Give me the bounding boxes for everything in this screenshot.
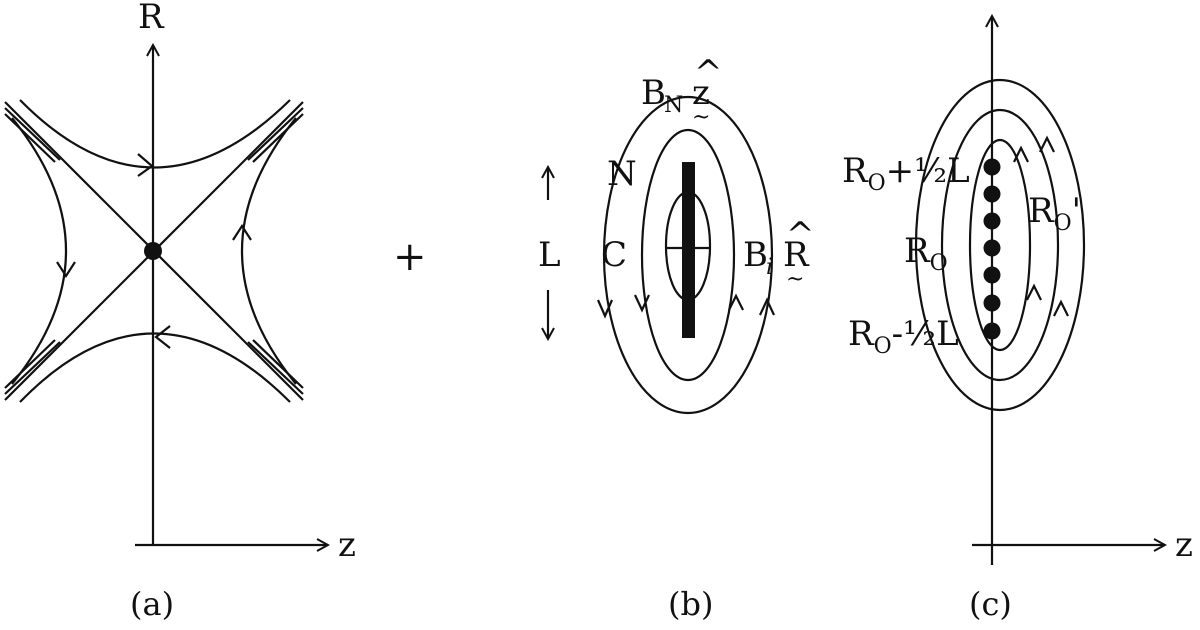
panel-b-caption: (b) xyxy=(668,585,713,623)
panel-a-r-label: R xyxy=(138,0,165,37)
panel-c-point-4 xyxy=(983,239,1001,257)
panel-c-fieldline-outer xyxy=(914,78,1086,412)
panel-c-caption: (c) xyxy=(969,585,1012,623)
panel-c-center-label-r: R xyxy=(904,231,931,271)
panel-a-fieldline-bottom xyxy=(19,332,291,403)
panel-c-right-label-prime: ' xyxy=(1072,191,1081,231)
panel-a-arrow-top xyxy=(137,153,154,177)
panel-c-bottom-label-sub: O xyxy=(874,334,892,359)
panel-b-side-field-vector: R xyxy=(783,235,810,275)
panel-c-top-label-rest: +½L xyxy=(886,151,970,191)
panel-b-arrow-outer-left xyxy=(596,299,614,319)
panel-a-x-point xyxy=(144,242,162,260)
panel-c-arrow-1 xyxy=(1013,145,1029,163)
panel-c-bottom-point-label: RO-½L xyxy=(848,314,959,359)
panel-c-point-5 xyxy=(983,266,1001,284)
panel-b-fieldline-outer xyxy=(602,95,774,415)
panel-c-point-3 xyxy=(983,212,1001,230)
panel-c-point-6 xyxy=(983,294,1001,312)
panel-c-top-point-label: RO+½L xyxy=(842,151,970,196)
panel-b-side-field-hat: ^ xyxy=(786,215,815,255)
panel-a-arrow-right xyxy=(232,223,252,241)
panel-b-arrow-outer-right xyxy=(759,297,775,316)
panel-a-corner-lines-tl xyxy=(4,107,61,163)
panel-b-top-field-tilde: ~ xyxy=(692,105,710,130)
panel-c-bottom-label-rest: -½L xyxy=(892,314,959,354)
panel-c-right-label-sub: O xyxy=(1054,211,1072,236)
panel-c-point-2 xyxy=(983,185,1001,203)
panel-b-top-field-hat: ^ xyxy=(694,53,723,93)
panel-a-corner-lines-br xyxy=(247,339,304,395)
panel-c-top-label-sub: O xyxy=(868,171,886,196)
panel-a: R z (a) xyxy=(4,0,356,623)
panel-b-side-field-sub: i xyxy=(766,255,773,280)
panel-c-point-7 xyxy=(983,322,1001,340)
panel-b-current-sheet xyxy=(682,162,695,338)
panel-c-right-label: RO' xyxy=(1028,191,1081,236)
panel-b-side-field-tilde: ~ xyxy=(786,267,804,292)
panel-c-center-label-sub: O xyxy=(930,251,948,276)
panel-c-point-1 xyxy=(983,158,1001,176)
panel-a-fieldline-left xyxy=(11,117,68,385)
panel-c-z-label: z xyxy=(1175,525,1193,565)
panel-c: z RO+½L RO RO-½L RO' xyxy=(842,16,1193,623)
panel-b: L B N z ^ ~ N C B i R ^ ~ (b) xyxy=(538,53,815,623)
plus-sign: + xyxy=(393,234,427,280)
panel-a-fieldline-top xyxy=(19,99,291,169)
panel-c-arrow-4 xyxy=(1053,299,1069,317)
panel-b-label-n: N xyxy=(607,154,637,194)
panel-c-center-label: RO xyxy=(904,231,948,276)
panel-c-arrow-2 xyxy=(1039,135,1055,153)
panel-a-arrow-left xyxy=(56,261,76,279)
panel-a-corner-lines-tr xyxy=(247,107,304,163)
panel-c-fieldline-inner xyxy=(968,138,1032,352)
panel-a-caption: (a) xyxy=(130,585,174,623)
panel-b-top-field-sub: N xyxy=(664,93,683,118)
panel-c-bottom-label-r: R xyxy=(848,314,875,354)
panel-a-arrow-bottom xyxy=(154,325,171,349)
panel-b-fieldline-middle xyxy=(640,128,736,382)
panel-a-corner-lines-bl xyxy=(4,339,61,395)
panel-a-z-label: z xyxy=(338,525,356,565)
panel-c-fieldline-middle xyxy=(940,108,1060,382)
panel-b-arrow-middle-left xyxy=(634,294,650,313)
panel-c-top-label-r: R xyxy=(842,151,869,191)
panel-a-fieldline-right xyxy=(240,117,297,385)
panel-b-top-field-vector: z xyxy=(692,73,710,113)
panel-b-length-label: L xyxy=(538,235,561,275)
panel-b-label-c: C xyxy=(601,235,627,275)
panel-b-top-field-b: B xyxy=(641,73,666,113)
panel-c-right-label-r: R xyxy=(1028,191,1055,231)
panel-b-side-field-b: B xyxy=(743,235,768,275)
panel-b-arrow-middle-right xyxy=(728,293,744,311)
panel-c-arrow-3 xyxy=(1026,283,1042,301)
